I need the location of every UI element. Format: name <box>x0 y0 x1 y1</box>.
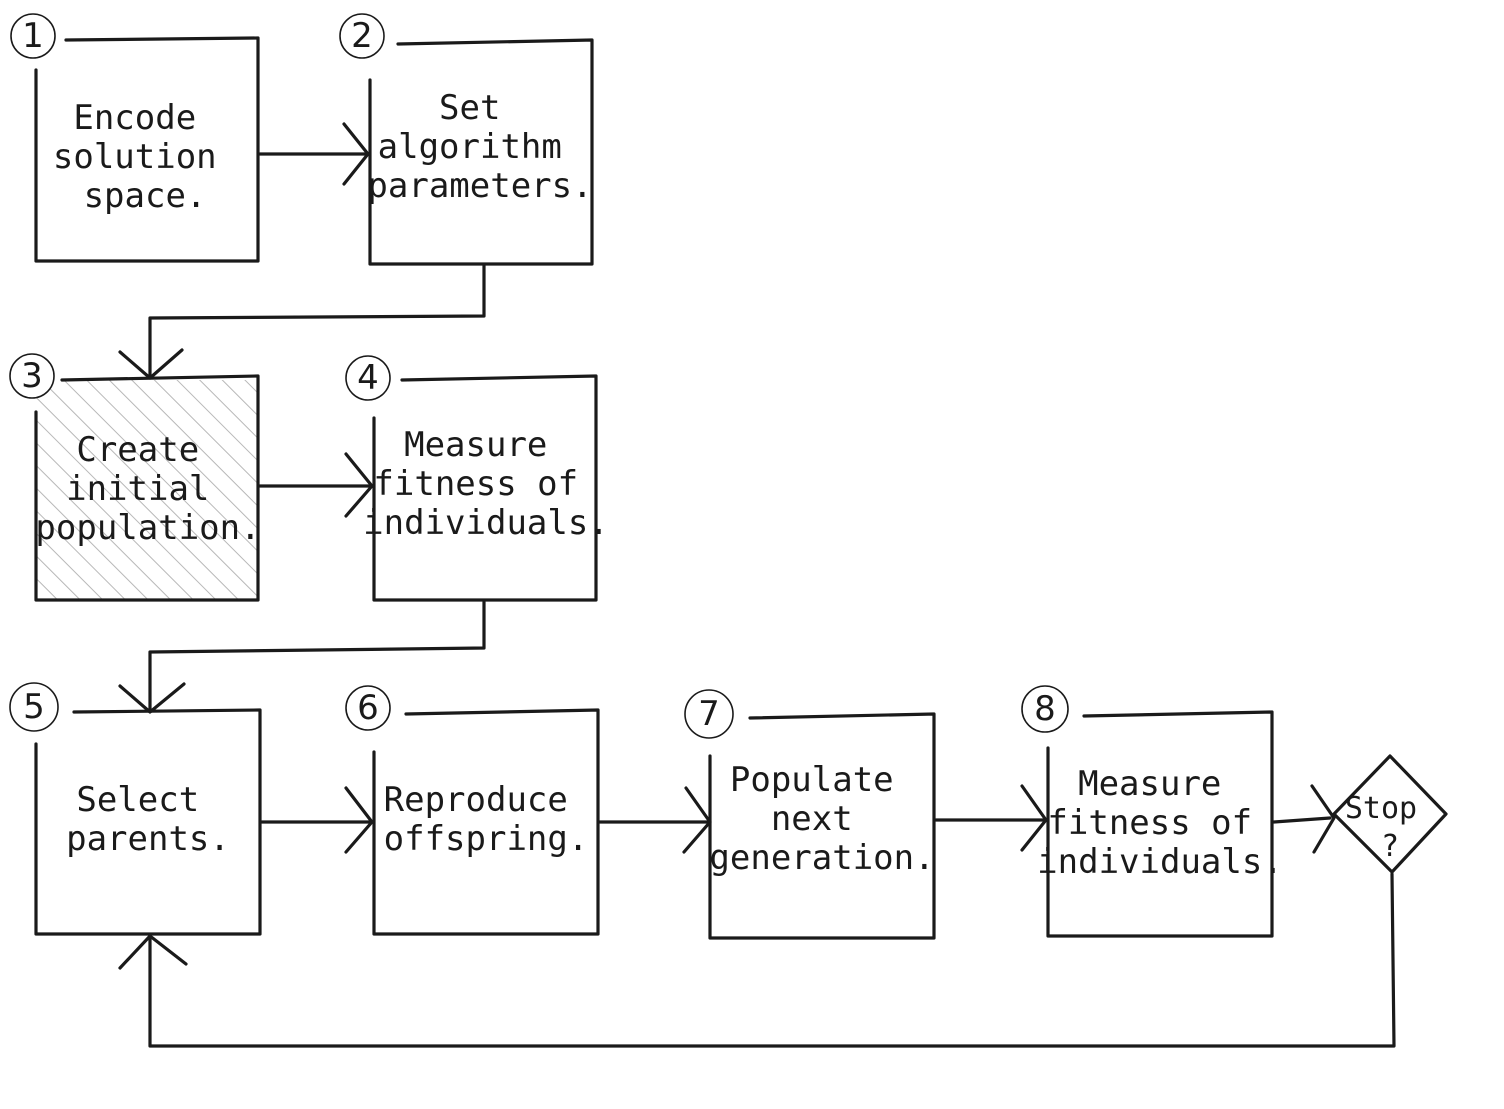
step-7-label-line-3: generation. <box>709 838 934 878</box>
step-5-box <box>34 708 262 936</box>
step-1-label-line-3: space. <box>84 176 207 216</box>
arrow-decision-to-5 <box>118 872 1396 1048</box>
step-5-label-line-1: Select <box>76 780 199 820</box>
stop-decision-label: Stop ? <box>1345 791 1435 864</box>
step-2-box <box>368 38 594 266</box>
step-1-label-line-1: Encode <box>73 98 196 138</box>
step-2-label-line-1: Set <box>439 88 500 128</box>
step-3-box <box>34 374 260 602</box>
step-4-label-line-3: individuals. <box>363 503 609 543</box>
step-3-label-line-3: population. <box>35 508 260 548</box>
step-1-box <box>34 36 260 263</box>
step-6-box <box>372 708 600 936</box>
step-3-label: Create initial population. <box>35 430 260 548</box>
step-2-label-line-3: parameters. <box>367 166 592 206</box>
step-1-number: 1 <box>22 16 44 56</box>
stop-decision-line-1: Stop <box>1345 791 1417 826</box>
step-3-label-line-2: initial <box>66 469 209 509</box>
step-1-number-badge: 1 <box>10 13 56 59</box>
arrow-1-to-2 <box>258 122 370 186</box>
step-6-label-line-1: Reproduce <box>384 780 568 820</box>
step-8-number-badge: 8 <box>1021 685 1069 733</box>
step-3-hatch <box>36 380 258 600</box>
arrow-4-to-5 <box>118 600 486 714</box>
stop-decision-line-2: ? <box>1381 829 1399 864</box>
step-7-label: Populate next generation. <box>709 760 934 878</box>
step-7-label-line-2: next <box>771 799 853 839</box>
step-7-label-line-1: Populate <box>730 760 894 800</box>
arrow-6-to-7 <box>598 786 712 854</box>
step-1-label-line-2: solution <box>53 137 217 177</box>
step-2-label-line-2: algorithm <box>378 127 562 167</box>
step-6-number: 6 <box>357 688 379 728</box>
step-8-box <box>1046 710 1274 938</box>
step-5-number: 5 <box>23 687 45 727</box>
step-3-number: 3 <box>21 356 43 396</box>
step-6-number-badge: 6 <box>345 685 391 731</box>
step-2-number-badge: 2 <box>339 13 385 59</box>
arrow-5-to-6 <box>260 786 374 854</box>
step-6-label-line-2: offspring. <box>384 819 589 859</box>
step-6-label: Reproduce offspring. <box>384 780 589 859</box>
step-8-label-line-3: individuals. <box>1037 842 1283 882</box>
step-8-label-line-2: fitness of <box>1047 803 1252 843</box>
step-3-number-badge: 3 <box>9 353 55 399</box>
step-4-label: Measure fitness of individuals. <box>363 425 609 543</box>
step-7-number-badge: 7 <box>684 689 734 739</box>
step-4-box <box>372 374 598 602</box>
step-8-label: Measure fitness of individuals. <box>1037 764 1283 882</box>
step-5-label: Select parents. <box>66 780 230 859</box>
step-5-label-line-2: parents. <box>66 819 230 859</box>
arrow-3-to-4 <box>258 452 374 518</box>
step-4-number-badge: 4 <box>345 355 391 401</box>
step-4-label-line-1: Measure <box>404 425 547 465</box>
arrow-2-to-3 <box>118 264 486 380</box>
step-8-number: 8 <box>1034 689 1056 729</box>
step-7-box <box>708 712 936 940</box>
step-3-label-line-1: Create <box>76 430 199 470</box>
step-8-label-line-1: Measure <box>1078 764 1221 804</box>
step-4-label-line-2: fitness of <box>373 464 578 504</box>
step-1-label: Encode solution space. <box>53 98 237 216</box>
step-4-number: 4 <box>357 358 379 398</box>
stop-decision-diamond <box>1332 754 1448 874</box>
step-2-number: 2 <box>351 16 373 56</box>
step-2-label: Set algorithm parameters. <box>367 88 592 206</box>
arrow-7-to-8 <box>934 784 1048 852</box>
step-5-number-badge: 5 <box>9 682 59 732</box>
arrow-8-to-decision <box>1272 784 1336 854</box>
step-7-number: 7 <box>698 694 720 734</box>
